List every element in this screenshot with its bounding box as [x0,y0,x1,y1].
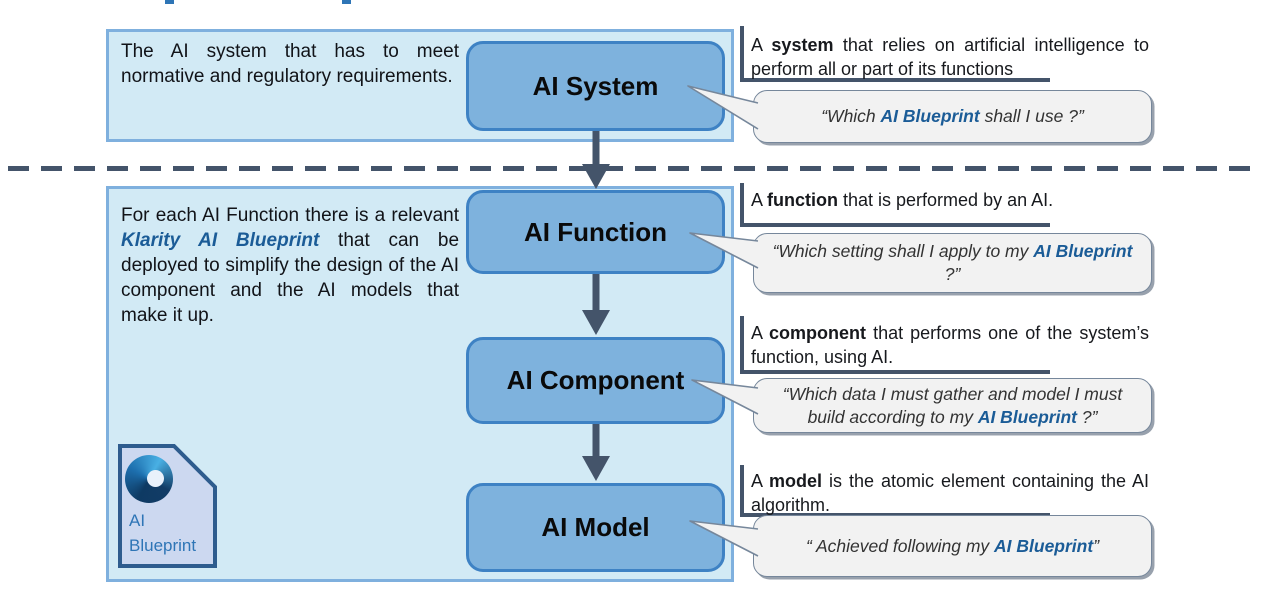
definition-left-bar [740,316,744,374]
definition-ai-function: A function that is performed by an AI. [740,183,1152,227]
definition-left-bar [740,465,744,517]
definition-keyword: component [769,323,867,343]
ai-system-label: AI System [532,70,659,101]
quote-text: “Which AI Blueprint shall I use ?” [803,105,1102,128]
definition-text-post: that relies on artificial intelligence t… [751,35,1150,79]
quote-text-pre: “ Achieved following my [805,535,995,556]
blueprint-icon-label-line2: Blueprint [129,536,197,555]
definition-keyword: model [769,471,823,491]
definition-left-bar [740,26,744,82]
flow-box-ai-component: AI Component [466,337,725,424]
definition-ai-model: A model is the atomic element containing… [740,465,1152,517]
quote-accent: AI Blueprint [977,406,1077,427]
quote-text: “ Achieved following my AI Blueprint” [788,535,1117,558]
definition-text-post: that performs one of the system’s functi… [751,323,1149,367]
definition-text: A function that is performed by an AI. [751,188,1149,212]
cutoff-title-fragment [165,0,174,4]
cutoff-title-fragment [342,0,351,4]
flow-box-ai-system: AI System [466,41,725,131]
flow-box-ai-model: AI Model [466,483,725,572]
quote-bubble-ai-model: “ Achieved following my AI Blueprint” [753,515,1152,577]
definition-keyword: system [771,35,834,55]
quote-text-post: ” [1093,535,1100,556]
dashed-section-divider [8,166,1262,171]
blueprint-icon-label-line1: AI [129,511,146,530]
quote-accent: AI Blueprint [994,535,1094,556]
quote-accent: AI Blueprint [880,106,980,126]
definition-ai-component: A component that performs one of the sys… [740,316,1152,374]
blueprint-icon-label: AI Blueprint [129,508,196,558]
definition-left-bar [740,183,744,227]
definition-underline [740,78,1050,82]
quote-text-post: ?” [944,264,961,284]
definition-text: A component that performs one of the sys… [751,321,1149,369]
definition-text-pre: A [751,190,768,210]
ai-model-label: AI Model [541,512,650,542]
quote-text-pre: “Which setting shall I apply to my [772,241,1034,261]
quote-text-post: ?” [1076,406,1098,427]
quote-text-post: shall I use ?” [979,106,1084,126]
ai-function-label: AI Function [524,216,667,247]
definition-ai-system: A system that relies on artificial intel… [740,26,1152,82]
definition-text: A model is the atomic element containing… [751,469,1149,517]
quote-bubble-ai-function: “Which setting shall I apply to my AI Bl… [753,233,1152,293]
ai-blueprint-file-icon: AI Blueprint [118,444,218,569]
bottom-context-text-post: that can be deployed to simplify the des… [121,230,460,326]
quote-bubble-ai-system: “Which AI Blueprint shall I use ?” [753,90,1152,143]
quote-text: “Which setting shall I apply to my AI Bl… [754,240,1151,286]
quote-bubble-ai-component: “Which data I must gather and model I mu… [753,378,1152,433]
definition-text-pre: A [751,323,770,343]
definition-underline [740,370,1050,374]
quote-accent: AI Blueprint [1033,241,1133,261]
definition-keyword: function [767,190,838,210]
quote-text-pre: “Which data I must gather and model I mu… [782,383,1123,427]
bottom-context-text-pre: For each AI Function there is a relevant [121,205,459,226]
definition-text-pre: A [751,471,769,491]
definition-text-post: that is performed by an AI. [838,190,1054,210]
quote-text: “Which data I must gather and model I mu… [754,383,1151,429]
ai-component-label: AI Component [506,365,685,395]
quote-text-pre: “Which [821,106,881,126]
definition-underline [740,223,1050,227]
flow-box-ai-function: AI Function [466,190,725,274]
definition-text-post: is the atomic element containing the AI … [751,471,1150,515]
klarity-ai-blueprint-accent: Klarity AI Blueprint [121,230,320,251]
bottom-context-text: For each AI Function there is a relevant… [121,203,459,328]
blueprint-swirl-logo-icon [125,455,173,503]
definition-text: A system that relies on artificial intel… [751,33,1149,81]
top-context-text: The AI system that has to meet normative… [121,41,459,87]
definition-text-pre: A [751,35,772,55]
